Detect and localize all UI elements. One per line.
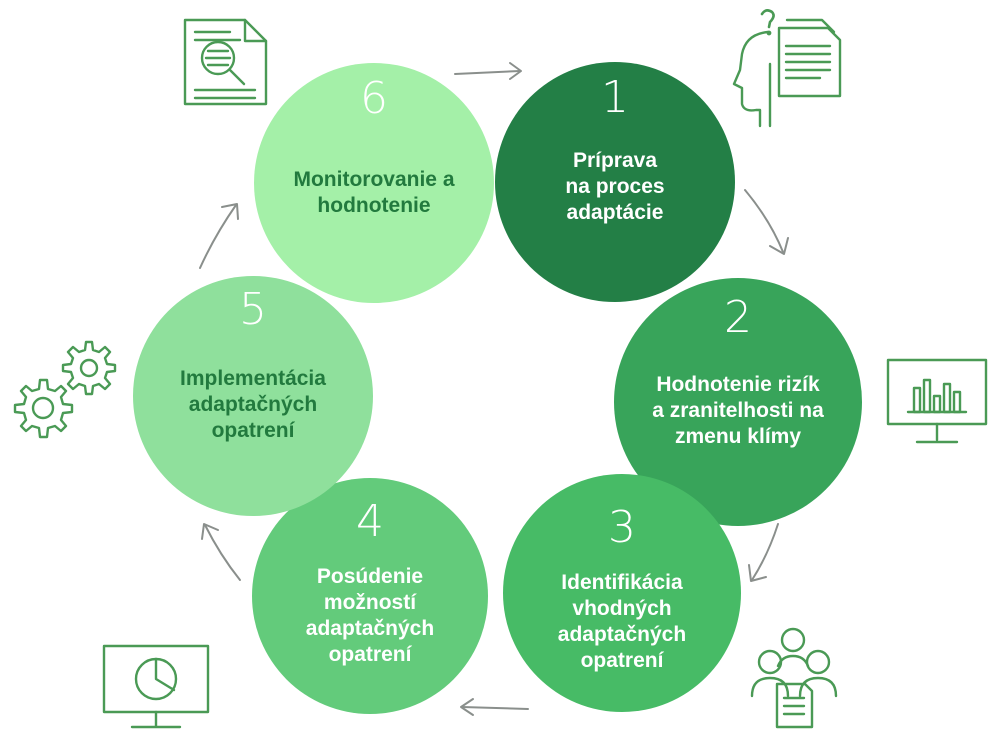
step-4-number: 4: [356, 496, 384, 547]
step-4-label-line-3: adaptačných: [305, 617, 435, 640]
arrow-2-to-3: [748, 523, 779, 582]
step-1-circle: 1 Príprava na proces adaptácie: [495, 62, 735, 302]
step-1-number: 1: [601, 72, 629, 123]
step-3-label-line-2: vhodných: [572, 597, 672, 620]
step-5-circle: 5 Implementácia adaptačných opatrení: [133, 276, 373, 516]
arrow-1-to-2: [744, 189, 789, 255]
arrow-5-to-6: [199, 203, 239, 269]
step-3-circle: 3 Identifikácia vhodných adaptačných opa…: [503, 474, 741, 712]
step-3-number: 3: [608, 502, 636, 553]
step-5-label-line-3: opatrení: [211, 419, 295, 442]
step-1-label: Príprava na proces adaptácie: [509, 148, 721, 226]
step-1-label-line-1: Príprava: [572, 149, 658, 172]
step-6-circle: 6 Monitorovanie a hodnotenie: [254, 63, 494, 303]
step-4-label-line-1: Posúdenie: [316, 565, 424, 588]
step-5-label-line-2: adaptačných: [188, 393, 318, 416]
monitor-pie-chart-icon: [102, 644, 210, 729]
step-2-number: 2: [724, 292, 752, 343]
step-5-label-line-1: Implementácia: [180, 367, 326, 390]
step-4-label-line-2: možností: [323, 591, 417, 614]
step-2-label-line-3: zmenu klímy: [674, 425, 802, 448]
step-4-label: Posúdenie možností adaptačných opatrení: [266, 564, 474, 668]
step-5-label: Implementácia adaptačných opatrení: [147, 366, 359, 444]
step-6-label-line-2: hodnotenie: [317, 194, 431, 217]
step-5-number: 5: [239, 284, 267, 335]
step-1-label-line-3: adaptácie: [566, 201, 664, 224]
monitor-bar-chart-icon: [886, 358, 988, 444]
step-6-label-line-1: Monitorovanie a: [293, 168, 455, 191]
step-2-label: Hodnotenie rizík a zranitelhosti na zmen…: [628, 372, 848, 450]
step-2-label-line-1: Hodnotenie rizík: [656, 373, 820, 396]
step-3-label: Identifikácia vhodných adaptačných opatr…: [517, 570, 727, 674]
step-1-label-line-2: na proces: [565, 175, 665, 198]
step-6-number: 6: [360, 73, 388, 124]
gears-icon: [13, 340, 117, 439]
people-document-icon: [750, 627, 838, 729]
step-4-circle: 4 Posúdenie možností adaptačných opatren…: [252, 478, 488, 714]
step-2-label-line-2: a zranitelhosti na: [652, 399, 824, 422]
arrow-4-to-5: [201, 523, 241, 581]
step-3-label-line-4: opatrení: [580, 649, 664, 672]
step-3-label-line-1: Identifikácia: [561, 571, 683, 594]
step-4-label-line-4: opatrení: [328, 643, 412, 666]
step-3-label-line-3: adaptačných: [557, 623, 687, 646]
arrow-6-to-1: [454, 62, 522, 80]
head-question-documents-icon: [732, 9, 842, 128]
step-6-label: Monitorovanie a hodnotenie: [268, 167, 480, 219]
document-magnifier-icon: [183, 18, 268, 106]
arrow-3-to-4: [460, 698, 529, 716]
